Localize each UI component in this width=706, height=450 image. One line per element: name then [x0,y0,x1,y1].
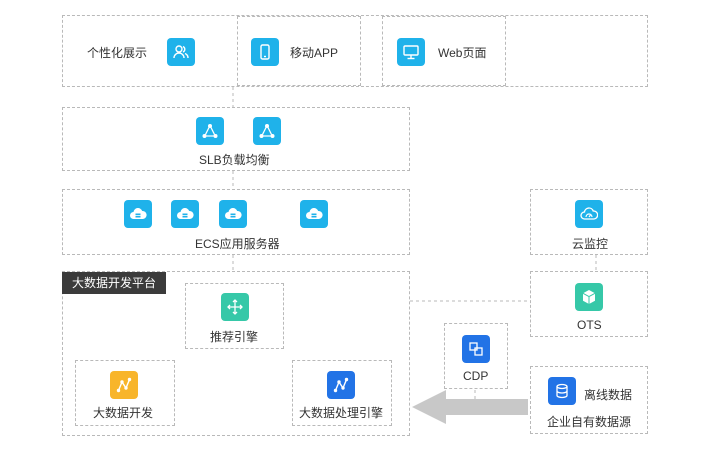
database-icon [548,377,576,405]
network-path-icon [327,371,355,399]
slb-box [62,107,410,171]
users-icon [167,38,195,66]
ots-label: OTS [577,318,602,332]
cube-icon [575,283,603,311]
ecs-label: ECS应用服务器 [195,237,280,251]
mobile-app-label: 移动APP [290,46,339,60]
network-path-icon [110,371,138,399]
cloud-monitor-label: 云监控 [572,237,609,251]
recommend-engine-label: 推荐引擎 [210,330,259,344]
cloud-server-icon [124,200,152,228]
move-arrows-icon [221,293,249,321]
slb-label: SLB负载均衡 [199,153,270,167]
mobile-icon [251,38,279,66]
web-page-label: Web页面 [438,46,487,60]
load-balancer-icon [196,117,224,145]
cloud-server-icon [219,200,247,228]
monitor-screen-icon [397,38,425,66]
cdp-label: CDP [463,369,489,383]
platform-title: 大数据开发平台 [62,272,167,294]
cloud-monitor-icon [575,200,603,228]
load-balancer-icon [253,117,281,145]
data-copy-icon [462,335,490,363]
bigdata-dev-label: 大数据开发 [93,406,154,420]
offline-data-label: 离线数据 [584,388,633,402]
data-flow-arrow [412,390,528,424]
ots-box [530,271,648,337]
personalized-label: 个性化展示 [87,46,148,60]
cloud-server-icon [171,200,199,228]
bigdata-engine-label: 大数据处理引擎 [299,406,384,420]
cloud-server-icon [300,200,328,228]
enterprise-datasource-label: 企业自有数据源 [547,415,632,429]
